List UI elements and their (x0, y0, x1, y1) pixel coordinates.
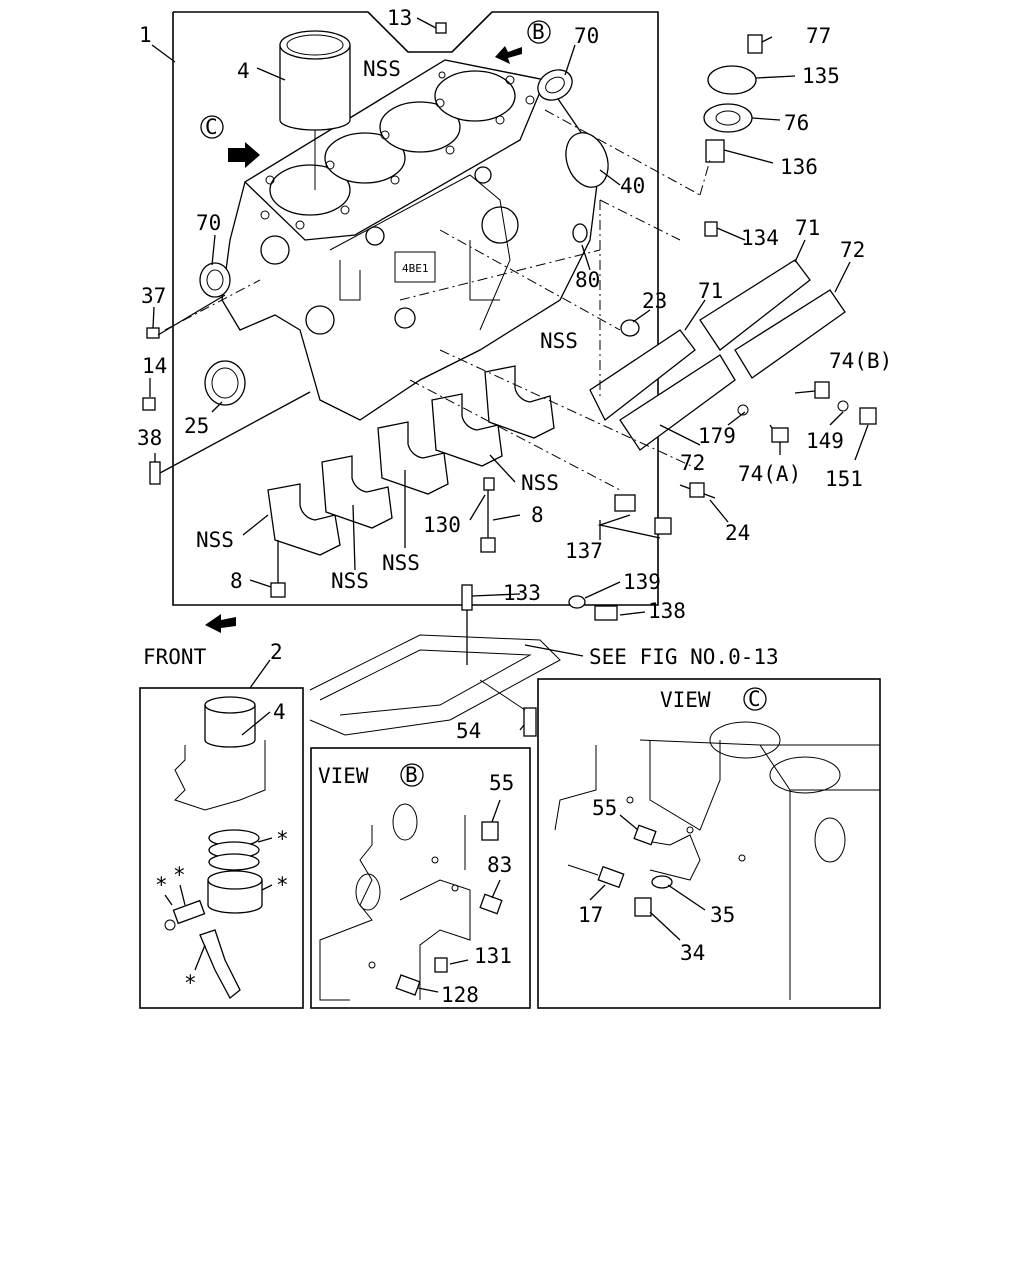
star-rod: * (184, 971, 197, 995)
label-2: 2 (270, 640, 283, 664)
label-view-b: VIEW (318, 764, 369, 788)
side-covers (589, 221, 877, 451)
label-55-b: 55 (489, 771, 514, 795)
label-nss-mid: NSS (521, 471, 559, 495)
label-149: 149 (806, 429, 844, 453)
part-labels: 1 13 4 NSS 70 77 135 76 136 40 70 134 71… (137, 6, 892, 1007)
label-38: 38 (137, 426, 162, 450)
main-frame (172, 11, 659, 606)
label-see-fig: SEE FIG NO.0-13 (589, 645, 779, 669)
label-nss-right: NSS (540, 329, 578, 353)
label-24: 24 (725, 521, 750, 545)
view-b-frame (310, 747, 531, 1009)
label-179: 179 (698, 424, 736, 448)
oil-pan-outline (309, 634, 561, 736)
oil-seals (199, 69, 640, 406)
label-80: 80 (575, 268, 600, 292)
label-4-liner: 4 (273, 700, 286, 724)
label-4: 4 (237, 59, 250, 83)
label-74a: 74(A) (738, 462, 801, 486)
label-37: 37 (141, 284, 166, 308)
label-54: 54 (456, 719, 481, 743)
star-rings: * (276, 827, 289, 851)
label-8-left: 8 (230, 569, 243, 593)
label-nss-left: NSS (196, 528, 234, 552)
label-138: 138 (648, 599, 686, 623)
label-74b: 74(B) (829, 349, 892, 373)
cylinder-block: 4BE1 (221, 59, 601, 421)
label-137: 137 (565, 539, 603, 563)
cylinder-liner (279, 30, 351, 190)
marker-view-b: B (405, 763, 418, 787)
star-piston: * (276, 873, 289, 897)
label-128: 128 (441, 983, 479, 1007)
marker-view-c: C (748, 687, 761, 711)
direction-arrows (205, 46, 522, 633)
label-72-top: 72 (840, 238, 865, 262)
label-14: 14 (142, 354, 167, 378)
view-c-frame (537, 678, 881, 1009)
label-view-c: VIEW (660, 688, 711, 712)
marker-c-left: C (205, 115, 218, 139)
label-135: 135 (802, 64, 840, 88)
label-76: 76 (784, 111, 809, 135)
label-71-top: 71 (795, 216, 820, 240)
label-131: 131 (474, 944, 512, 968)
star-pin: * (173, 863, 186, 887)
piston-frame (139, 659, 304, 1009)
label-40: 40 (620, 174, 645, 198)
leader-lines (149, 17, 869, 731)
star-clip: * (155, 873, 168, 897)
label-139: 139 (623, 570, 661, 594)
label-72: 72 (680, 451, 705, 475)
label-nss-bottom: NSS (331, 569, 369, 593)
label-133: 133 (503, 581, 541, 605)
label-25: 25 (184, 414, 209, 438)
label-17: 17 (578, 903, 603, 927)
label-8-right: 8 (531, 503, 544, 527)
label-70-top: 70 (574, 24, 599, 48)
label-1: 1 (139, 23, 152, 47)
svg-text:4BE1: 4BE1 (402, 262, 429, 275)
marker-b-top: B (532, 20, 545, 44)
label-70-left: 70 (196, 211, 221, 235)
label-83: 83 (487, 853, 512, 877)
cover-assembly (703, 34, 763, 163)
label-front: FRONT (143, 645, 207, 669)
label-130: 130 (423, 513, 461, 537)
label-55-c: 55 (592, 796, 617, 820)
label-nss-lower: NSS (382, 551, 420, 575)
sensors-plugs (461, 482, 716, 737)
label-13: 13 (387, 6, 412, 30)
label-34: 34 (680, 941, 705, 965)
label-23: 23 (642, 289, 667, 313)
view-markers (200, 20, 767, 787)
label-77: 77 (806, 24, 831, 48)
label-151: 151 (825, 467, 863, 491)
label-35: 35 (710, 903, 735, 927)
label-71: 71 (698, 279, 723, 303)
bearing-caps (267, 365, 555, 598)
label-136: 136 (780, 155, 818, 179)
label-134: 134 (741, 226, 779, 250)
label-nss-top: NSS (363, 57, 401, 81)
